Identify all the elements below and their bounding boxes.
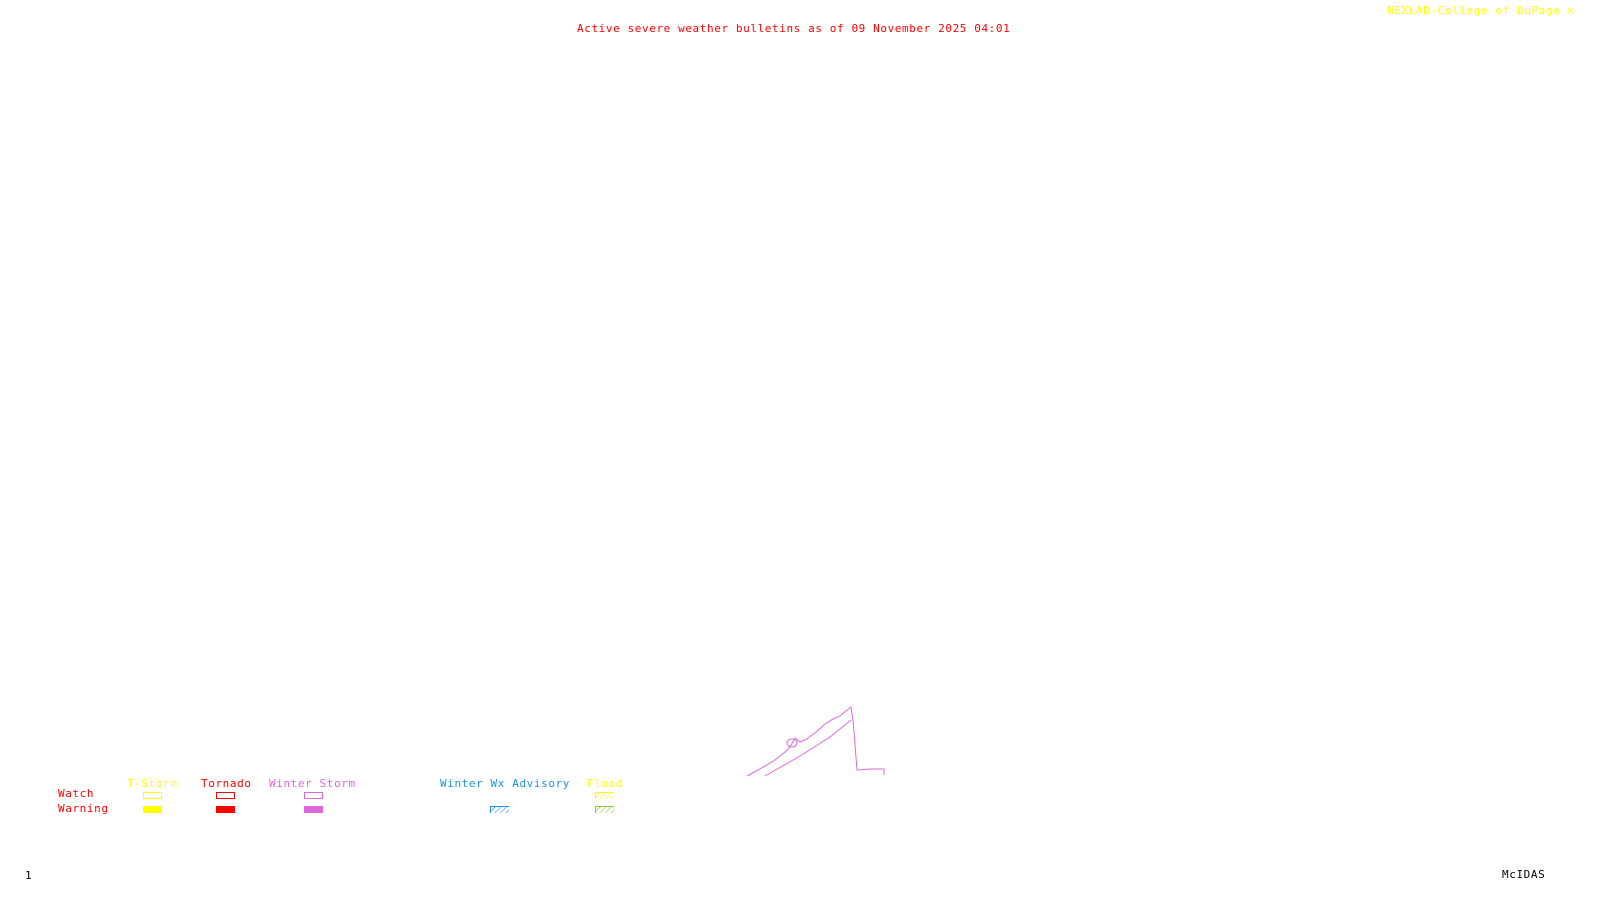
- tornado-warning-swatch: [216, 806, 235, 813]
- legend-header-tstorm: T-Storm: [127, 777, 178, 790]
- winter-storm-blob: [786, 738, 798, 748]
- winter-wx-advisory-swatch: [490, 806, 509, 813]
- winter-storm-inner-line: [764, 719, 852, 777]
- arrow-icon: ⇱: [1567, 4, 1575, 17]
- tornado-watch-swatch: [216, 792, 235, 799]
- frame-number: 1: [25, 869, 33, 882]
- legend-header-winter-storm: Winter Storm: [269, 777, 356, 790]
- tstorm-warning-swatch: [143, 806, 162, 813]
- credit-label: NEXLAB-College of DuPage ⇱: [1387, 5, 1575, 17]
- winter-storm-warning-swatch: [304, 806, 323, 813]
- flood-warning-swatch: [595, 806, 614, 813]
- winter-storm-watch-swatch: [304, 792, 323, 799]
- legend-header-flood: Flood: [587, 777, 624, 790]
- bulletin-title: Active severe weather bulletins as of 09…: [577, 22, 1011, 35]
- credit-text: NEXLAB-College of DuPage: [1387, 4, 1561, 17]
- winter-storm-outline[interactable]: [746, 706, 885, 777]
- software-label: McIDAS: [1502, 868, 1546, 881]
- tstorm-watch-swatch: [143, 792, 162, 799]
- legend-row-watch: Watch: [58, 787, 95, 800]
- flood-watch-swatch: [595, 792, 614, 799]
- legend-header-winter-wx-advisory: Winter Wx Advisory: [440, 777, 571, 790]
- legend-row-warning: Warning: [58, 802, 109, 815]
- legend-header-tornado: Tornado: [201, 777, 252, 790]
